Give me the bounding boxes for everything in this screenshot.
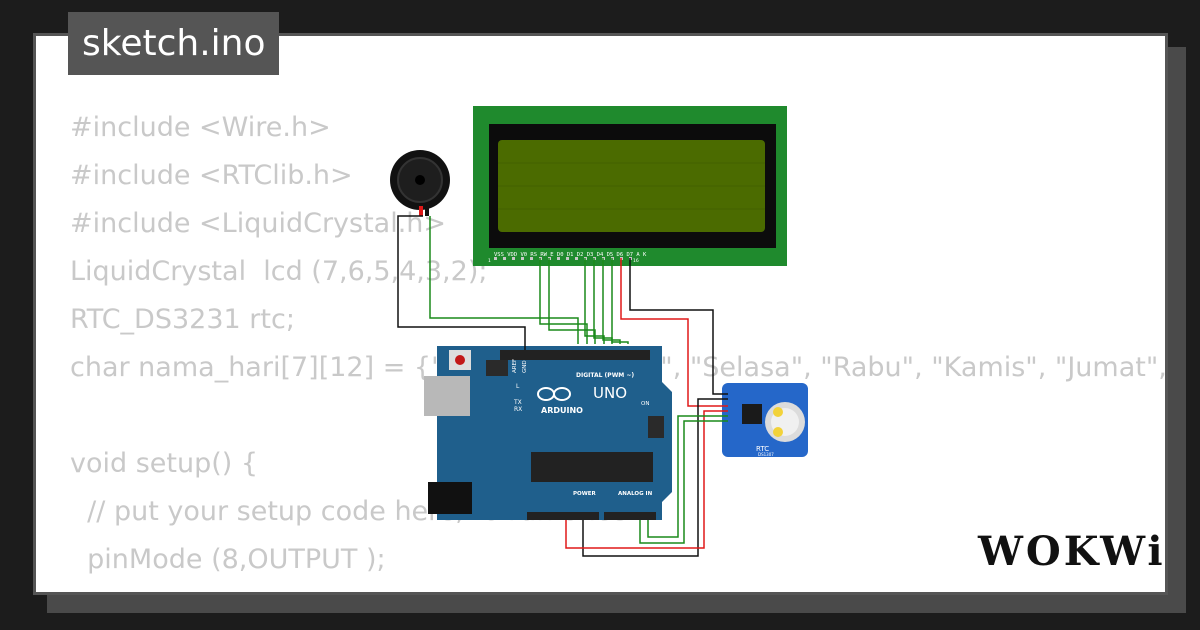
svg-text:DIGITAL (PWM ~): DIGITAL (PWM ~) (576, 372, 634, 379)
svg-text:L: L (516, 383, 520, 390)
wires (397, 215, 728, 557)
svg-text:ANALOG IN: ANALOG IN (618, 491, 653, 497)
svg-text:RX: RX (514, 406, 522, 413)
digital-header[interactable] (500, 350, 650, 360)
analog-header[interactable] (604, 512, 656, 520)
code-line: void setup() { (70, 448, 259, 479)
svg-text:TX: TX (513, 399, 522, 406)
code-line: #include <RTClib.h> (70, 160, 353, 191)
usb-port-icon (424, 376, 470, 416)
svg-text:RTC: RTC (756, 445, 769, 453)
power-jack-icon (428, 482, 472, 514)
code-editor[interactable]: #include <Wire.h> #include <RTClib.h> #inc… (70, 104, 1165, 592)
arduino-uno-board[interactable]: AREF GND DIGITAL (PWM ~) L TX RX ARDUINO… (424, 346, 672, 520)
svg-text:16: 16 (633, 258, 639, 264)
arduino-logo-icon (537, 387, 571, 401)
rtc-module[interactable]: RTC DS1307 (722, 383, 808, 457)
code-line: LiquidCrystal lcd (7,6,5,4,3,2); (70, 256, 488, 287)
code-line: pinMode (8,OUTPUT ); (70, 544, 386, 575)
power-header[interactable] (527, 512, 599, 520)
code-line: RTC_DS3231 rtc; (70, 304, 295, 335)
code-line: #include <Wire.h> (70, 112, 331, 143)
code-line: #include <LiquidCrystal.h> (70, 208, 447, 239)
atmega-chip (531, 452, 653, 482)
svg-text:GND: GND (522, 360, 528, 373)
lcd-pin-labels: VSS VDD V0 RS RW E D0 D1 D2 D3 D4 D5 D6 … (494, 252, 647, 258)
buzzer-icon[interactable] (390, 150, 450, 216)
svg-text:1: 1 (488, 258, 491, 264)
wokwi-logo: WOKWi (978, 528, 1166, 575)
lcd-display[interactable]: VSS VDD V0 RS RW E D0 D1 D2 D3 D4 D5 D6 … (473, 106, 787, 266)
file-tab[interactable]: sketch.ino (68, 12, 280, 75)
svg-text:UNO: UNO (593, 384, 627, 402)
svg-text:ON: ON (641, 401, 649, 407)
svg-text:ARDUINO: ARDUINO (541, 406, 583, 415)
svg-text:POWER: POWER (573, 491, 597, 497)
svg-text:AREF: AREF (512, 359, 518, 373)
svg-text:DS1307: DS1307 (758, 452, 774, 457)
